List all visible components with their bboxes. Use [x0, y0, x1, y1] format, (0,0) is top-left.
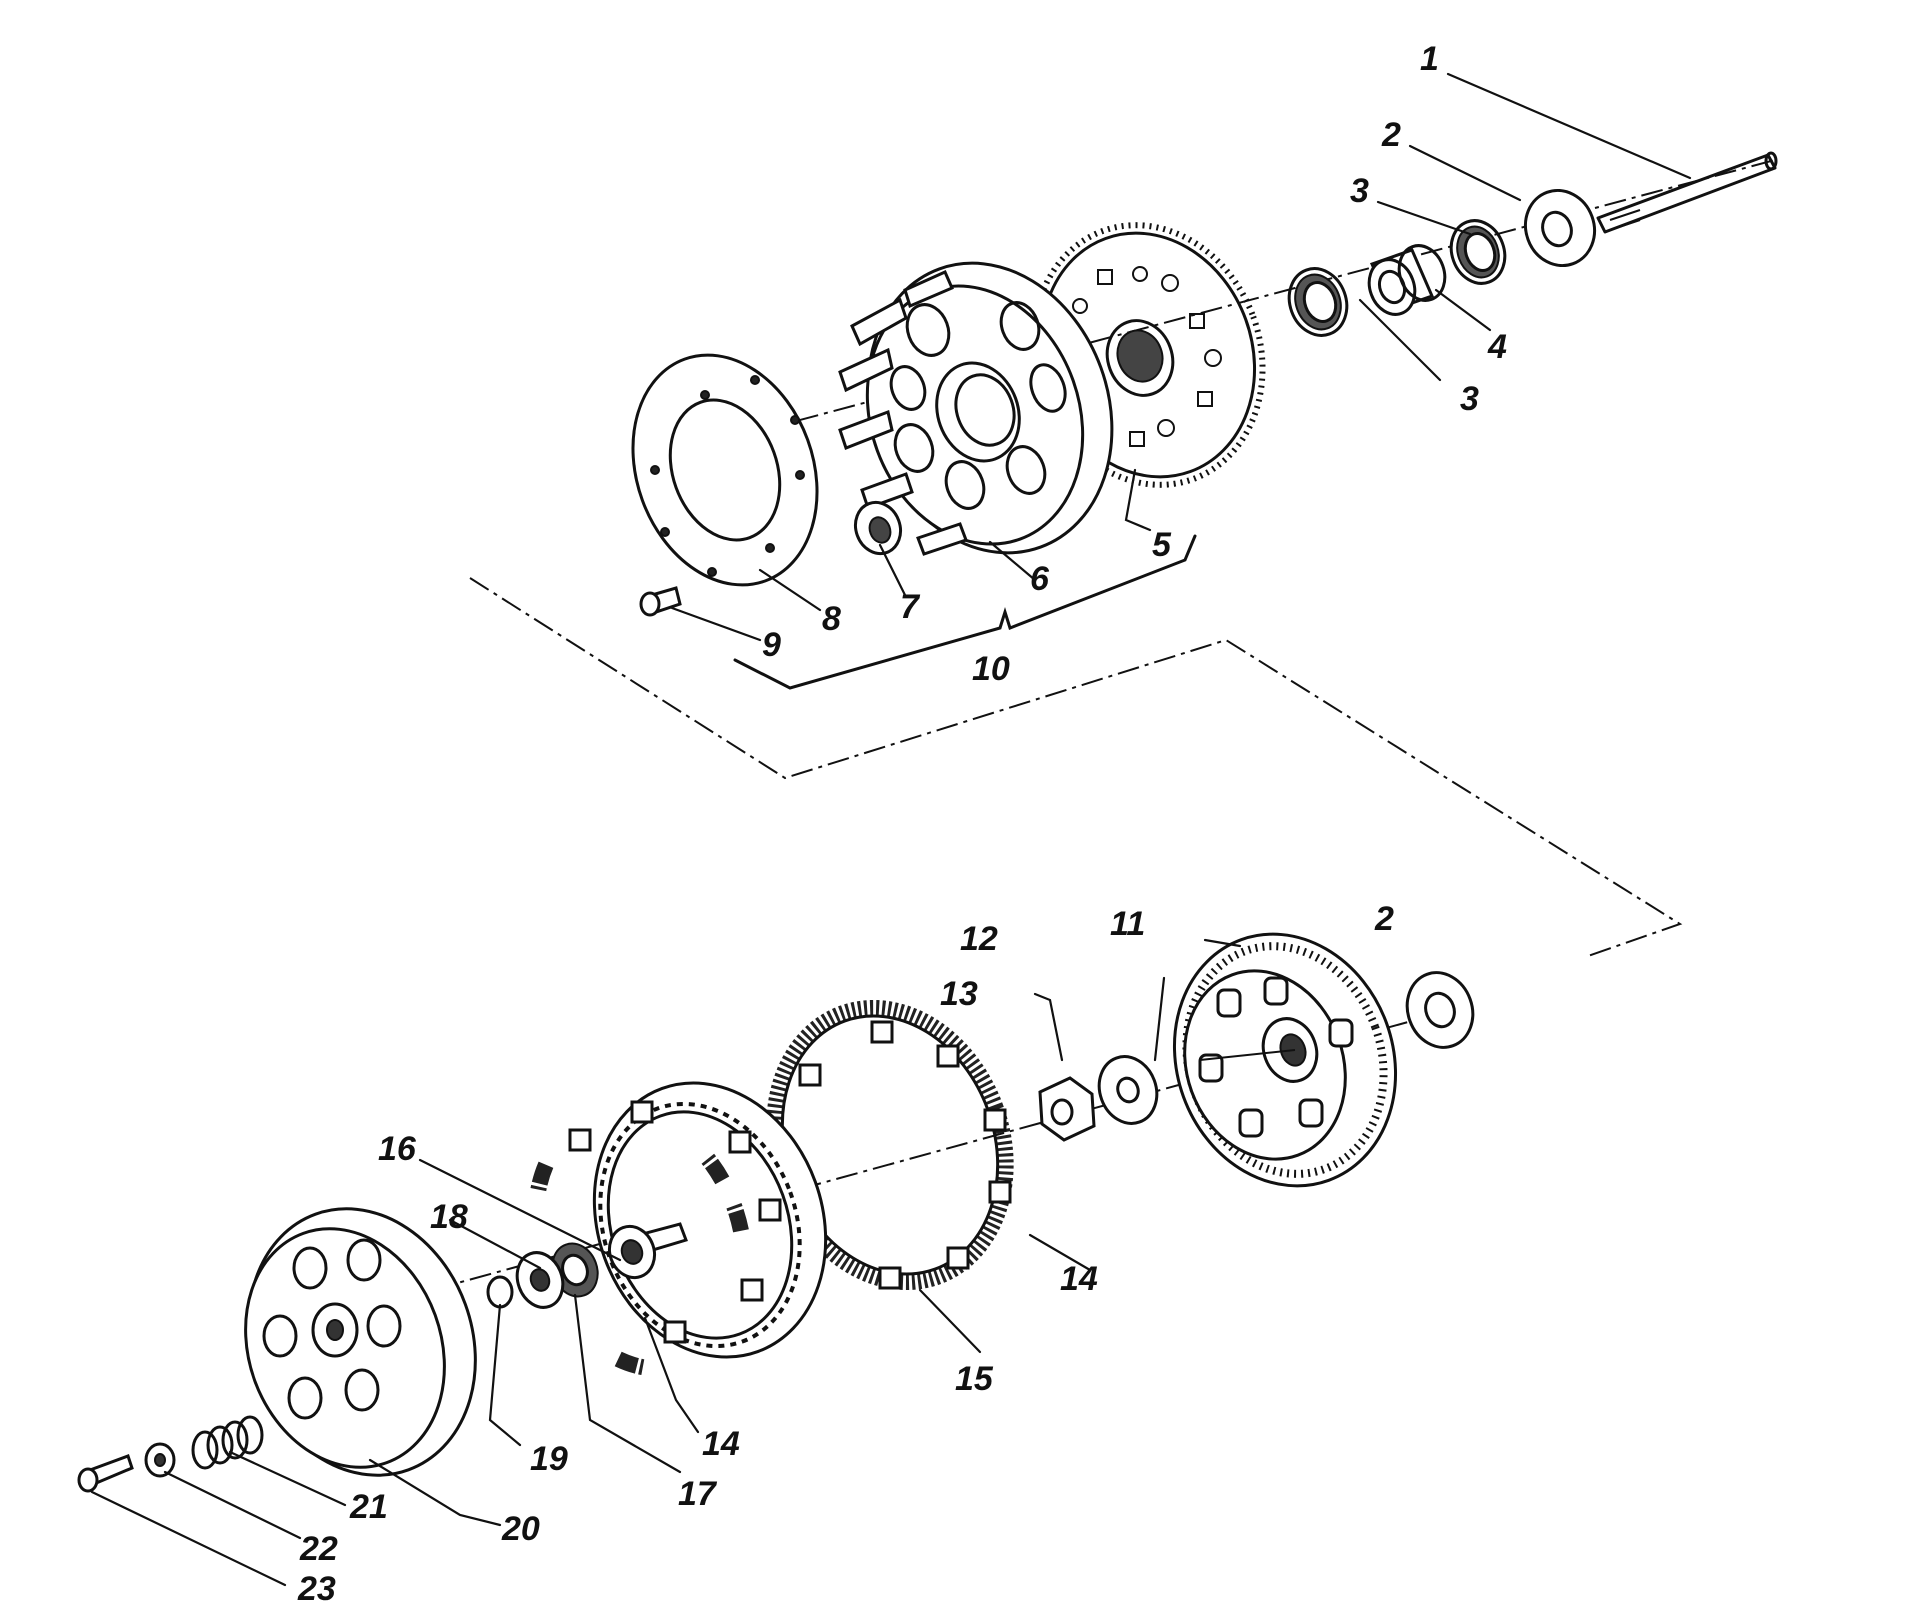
part-15-clutch-plate — [592, 1081, 828, 1359]
callout-6: 6 — [1030, 560, 1050, 598]
part-2-washer — [1524, 188, 1596, 268]
part-18-washer — [515, 1251, 565, 1309]
part-12-washer — [1097, 1055, 1159, 1125]
callout-11: 11 — [1110, 905, 1145, 943]
callout-14-right: 14 — [1060, 1260, 1098, 1298]
part-20-pressure-plate — [244, 1207, 477, 1477]
lower-assembly — [77, 932, 1475, 1493]
callout-2-lower: 2 — [1374, 900, 1394, 938]
callout-8: 8 — [822, 600, 841, 638]
part-9-rivet — [639, 586, 682, 617]
callout-19: 19 — [530, 1440, 568, 1478]
part-5-driven-gear — [1030, 222, 1266, 488]
callout-4: 4 — [1487, 328, 1507, 366]
part-11-clutch-boss — [1172, 932, 1398, 1188]
part-8-plate — [631, 353, 819, 587]
upper-assembly — [631, 151, 1778, 690]
part-19-circlip — [486, 1275, 514, 1309]
explode-path — [469, 577, 1683, 957]
callout-3-upper: 3 — [1350, 172, 1369, 210]
callout-14-lower: 14 — [702, 1425, 740, 1463]
part-21-spring — [191, 1415, 264, 1470]
callout-9: 9 — [762, 626, 781, 664]
part-13-nut — [1038, 1076, 1096, 1142]
callout-3-lower: 3 — [1460, 380, 1479, 418]
callout-16: 16 — [378, 1130, 417, 1168]
part-22-washer — [144, 1442, 176, 1478]
part-23-bolt — [77, 1454, 134, 1493]
callout-12: 12 — [960, 920, 998, 958]
callout-17: 17 — [678, 1475, 718, 1513]
callout-labels: 1 2 3 4 3 5 6 7 8 9 10 11 2 12 13 14 15 … — [297, 40, 1507, 1607]
callout-20: 20 — [501, 1510, 540, 1548]
callout-21: 21 — [349, 1488, 388, 1526]
part-6-clutch-housing — [838, 261, 1114, 556]
callout-7: 7 — [900, 588, 921, 626]
bracket-10 — [733, 534, 1197, 690]
upper-center-axis — [649, 159, 1776, 461]
part-1-shaft — [1596, 151, 1778, 234]
callout-10: 10 — [972, 650, 1010, 688]
callout-22: 22 — [299, 1530, 338, 1568]
callout-23: 23 — [297, 1570, 336, 1607]
callout-18: 18 — [430, 1198, 468, 1236]
part-2-washer-lower — [1405, 971, 1475, 1049]
callout-15: 15 — [955, 1360, 994, 1398]
callout-2-upper: 2 — [1381, 116, 1401, 154]
callout-13: 13 — [940, 975, 978, 1013]
callout-5: 5 — [1152, 526, 1172, 564]
callout-1: 1 — [1420, 40, 1439, 78]
leader-lines — [90, 72, 1692, 1587]
part-3-bearing-right — [1449, 219, 1507, 285]
part-16-push-rod — [607, 1222, 688, 1280]
part-14-friction-plate-left — [527, 1100, 782, 1377]
part-7-bearing — [853, 500, 903, 556]
part-3-bearing-left — [1287, 267, 1349, 337]
part-4-bushing — [1367, 244, 1447, 316]
